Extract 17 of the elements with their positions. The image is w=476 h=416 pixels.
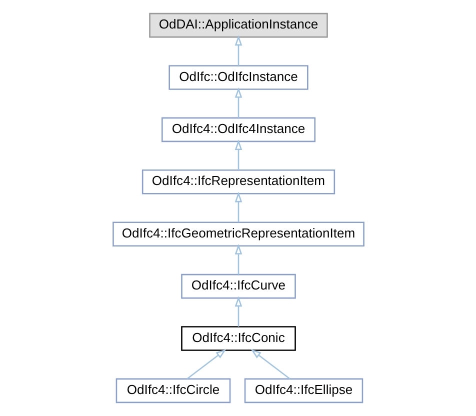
node-box: OdIfc4::IfcGeometricRepresentationItem [112, 222, 364, 246]
arrow [234, 296, 242, 327]
arrow [250, 349, 290, 380]
node-box: OdDAI::ApplicationInstance [148, 12, 328, 38]
arrow [234, 87, 242, 118]
node-box: OdIfc4::IfcConic [180, 326, 296, 351]
node-box: OdIfc4::IfcCurve [180, 274, 296, 299]
node-box: OdIfc4::IfcEllipse [244, 378, 363, 404]
arrow [234, 35, 242, 66]
node-box: OdIfc::OdIfcInstance [168, 65, 308, 90]
node-box: OdIfc4::IfcCircle [115, 378, 230, 404]
arrow [234, 140, 242, 170]
arrow [186, 349, 226, 380]
node-box: OdIfc4::OdIfc4Instance [161, 117, 315, 142]
node-box: OdIfc4::IfcRepresentationItem [141, 170, 335, 194]
arrow [234, 192, 242, 222]
arrow [234, 244, 242, 274]
